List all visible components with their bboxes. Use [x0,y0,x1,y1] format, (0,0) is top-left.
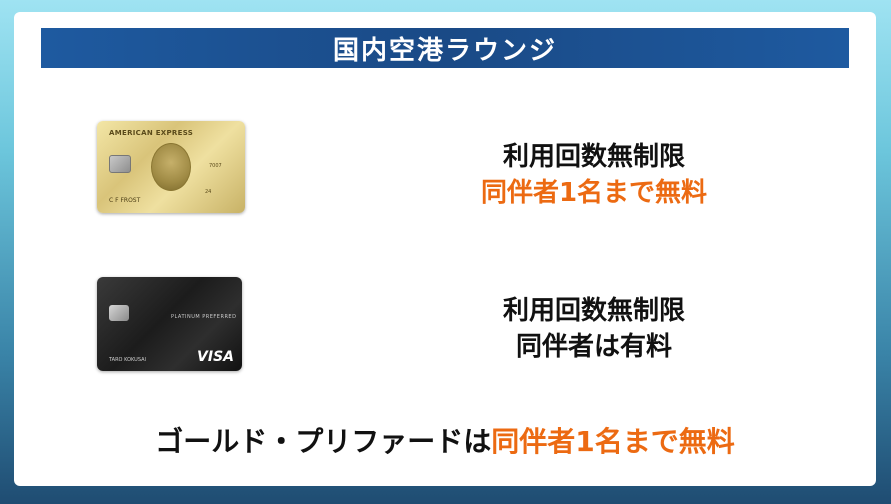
black-info-line1: 利用回数無制限 [502,296,685,326]
gold-info-line1: 利用回数無制限 [502,142,685,172]
summary-highlight: 同伴者1名まで無料 [491,425,735,458]
chip-icon [109,305,129,321]
slide-panel: 国内空港ラウンジ AMERICAN EXPRESS 7007 24 C F FR… [14,12,876,486]
black-card-image: PLATINUM PREFERRED TARO KOKUSAI VISA [97,277,242,371]
card-tier-label: PLATINUM PREFERRED [171,314,237,320]
gold-card-image: AMERICAN EXPRESS 7007 24 C F FROST [97,121,245,213]
summary-prefix: ゴールド・プリファードは [155,425,492,458]
card-brand-label: AMERICAN EXPRESS [109,129,194,137]
card-holder-name: C F FROST [109,197,141,204]
card-number-fragment: 7007 [209,163,222,169]
card-number-fragment-2: 24 [205,189,212,195]
card-holder-name: TARO KOKUSAI [109,357,146,363]
centurion-portrait-icon [151,143,191,191]
black-info-line2: 同伴者は有料 [515,332,672,362]
chip-icon [109,155,131,173]
summary-line: ゴールド・プリファードは同伴者1名まで無料 [14,420,876,460]
gold-info-line2: 同伴者1名まで無料 [480,178,708,208]
visa-logo-icon: VISA [197,349,234,365]
page-title: 国内空港ラウンジ [41,28,849,68]
